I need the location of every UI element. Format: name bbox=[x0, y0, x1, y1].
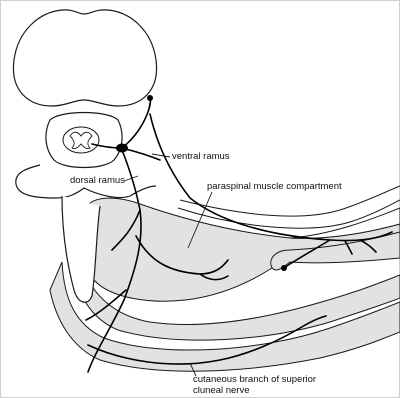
label-ventral-ramus: ventral ramus bbox=[172, 151, 230, 162]
label-cutaneous-line1: cutaneous branch of superior bbox=[193, 374, 316, 385]
label-cutaneous-line2: cluneal nerve bbox=[193, 385, 316, 396]
label-cutaneous-branch: cutaneous branch of superior cluneal ner… bbox=[193, 374, 316, 396]
spinal-cord bbox=[63, 127, 99, 153]
leader-ventral bbox=[152, 154, 170, 157]
spinous-process bbox=[62, 196, 100, 302]
label-dorsal-ramus: dorsal ramus bbox=[70, 175, 125, 186]
paraspinal-muscle-compartment bbox=[85, 198, 400, 301]
iliac-node bbox=[281, 265, 287, 271]
vertebral-body bbox=[13, 10, 156, 106]
label-paraspinal-compartment: paraspinal muscle compartment bbox=[207, 181, 342, 192]
dorsal-root-ganglion bbox=[116, 144, 128, 153]
ventral-terminal-node bbox=[147, 95, 153, 101]
